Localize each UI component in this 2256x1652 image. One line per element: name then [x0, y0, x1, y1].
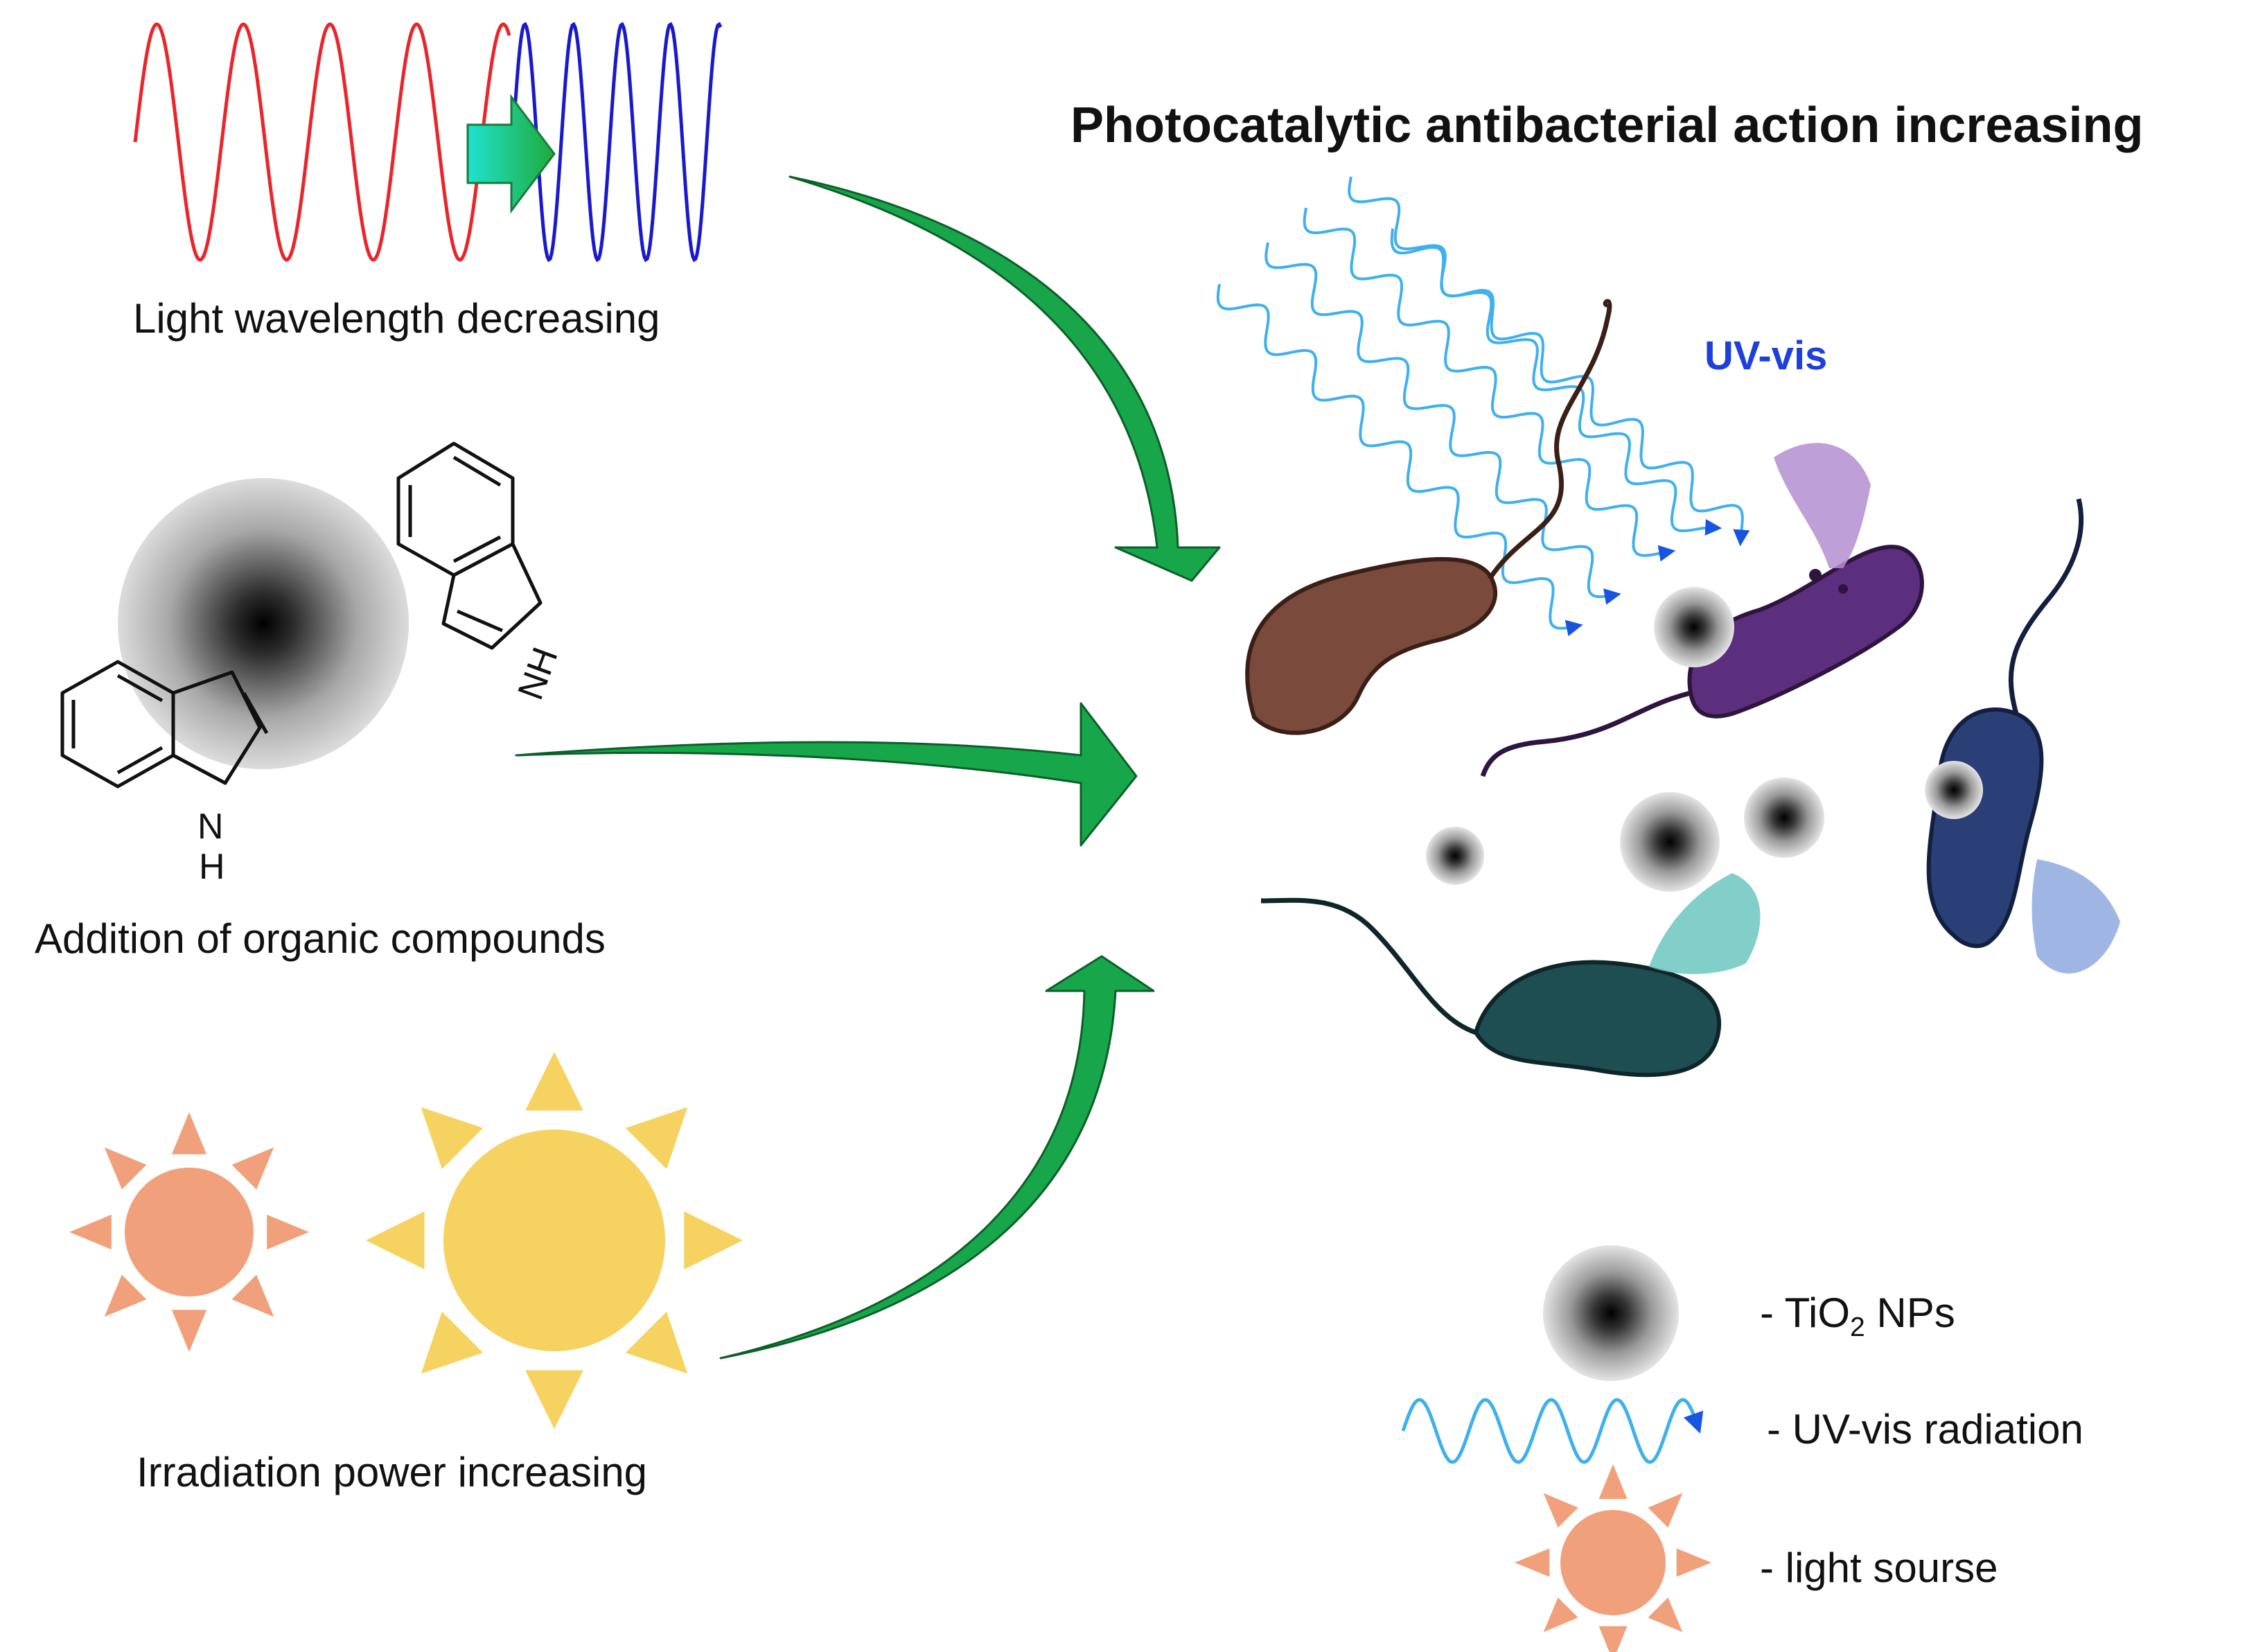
green-arrow-top-icon	[788, 175, 1221, 582]
sun-ray	[366, 1211, 425, 1269]
legend-light-label: - light sourse	[1760, 1545, 1998, 1591]
organic-compounds-icon: N H NH	[60, 441, 566, 887]
sun-ray	[267, 1214, 309, 1250]
uv-wave-line	[1390, 228, 1750, 547]
uv-wave-line	[1348, 176, 1722, 536]
uv-wave-line	[1303, 207, 1676, 562]
bacterium-navy-icon	[1926, 498, 2120, 974]
sun-ray	[1598, 1626, 1628, 1652]
indole-n-atom: N	[197, 807, 224, 847]
big-sun-icon	[366, 1052, 743, 1429]
indole-nh-rotated: NH	[511, 642, 566, 705]
sun-ray	[525, 1370, 583, 1429]
sun-ray	[171, 1112, 207, 1154]
legend-tio2-label: - TiO2 NPs	[1760, 1290, 1955, 1342]
sun-ray	[104, 1147, 147, 1190]
wave-transition-arrow-icon	[466, 94, 556, 214]
short-wave-curve	[511, 21, 723, 263]
uv-vis-label: UV-vis	[1704, 333, 1828, 378]
legend-uv-wave-icon	[1401, 1398, 1704, 1464]
uv-wave-line	[1264, 242, 1621, 605]
indole-h-atom: H	[199, 847, 225, 887]
sun-ray	[684, 1211, 743, 1269]
uv-wave-line	[1216, 283, 1583, 637]
wavelength-icon	[133, 21, 723, 263]
factor-organic-label: Addition of organic compounds	[35, 915, 606, 962]
bacterium-teal-icon	[1260, 873, 1761, 1078]
tio2-nanoparticle	[1620, 792, 1720, 892]
sun-ray	[1598, 1464, 1628, 1500]
small-sun-icon	[69, 1112, 309, 1352]
sun-ray	[69, 1214, 112, 1250]
uv-radiation-waves	[1216, 176, 1750, 637]
indole-molecule-icon	[60, 660, 269, 789]
factor-wavelength-label: Light wavelength decreasing	[133, 295, 660, 342]
sun-disc	[1560, 1510, 1666, 1615]
long-wave-curve	[133, 22, 511, 262]
sun-ray	[1648, 1493, 1683, 1528]
green-arrow-middle-icon	[515, 702, 1138, 847]
bacterium-purple-icon	[1480, 443, 1924, 777]
sun-disc	[443, 1130, 665, 1351]
sun-ray	[1648, 1597, 1683, 1633]
sun-ray	[421, 1311, 484, 1374]
sun-ray	[525, 1052, 583, 1111]
tio2-nanoparticle	[1426, 827, 1484, 885]
legend-tio2-icon	[1543, 1245, 1679, 1381]
tio2-nanoparticle	[1925, 761, 1983, 819]
bacterium-brown-icon	[1245, 299, 1612, 735]
sun-ray	[1515, 1548, 1550, 1577]
sun-ray	[1543, 1597, 1578, 1633]
sun-ray	[171, 1310, 207, 1352]
sun-ray	[625, 1311, 688, 1374]
tio2-nanoparticle-large	[118, 478, 409, 769]
factor-power-label: Irradiation power increasing	[136, 1449, 648, 1495]
sun-ray	[231, 1147, 274, 1190]
legend-radiation-label: - UV-vis radiation	[1767, 1406, 2083, 1452]
sun-ray	[1543, 1493, 1578, 1528]
page-title: Photocatalytic antibacterial action incr…	[1070, 98, 2144, 153]
sun-ray	[421, 1107, 484, 1170]
sun-ray	[625, 1107, 688, 1170]
sun-ray	[1676, 1548, 1711, 1577]
green-arrow-bottom-icon	[719, 955, 1155, 1360]
tio2-nanoparticle	[1654, 587, 1734, 667]
tio2-nanoparticle	[1744, 777, 1824, 858]
sun-disc	[125, 1168, 254, 1297]
legend-light-source-icon	[1515, 1464, 1711, 1652]
sun-ray	[231, 1274, 274, 1317]
indole-molecule-icon-2	[396, 441, 543, 650]
sun-ray	[104, 1274, 147, 1317]
